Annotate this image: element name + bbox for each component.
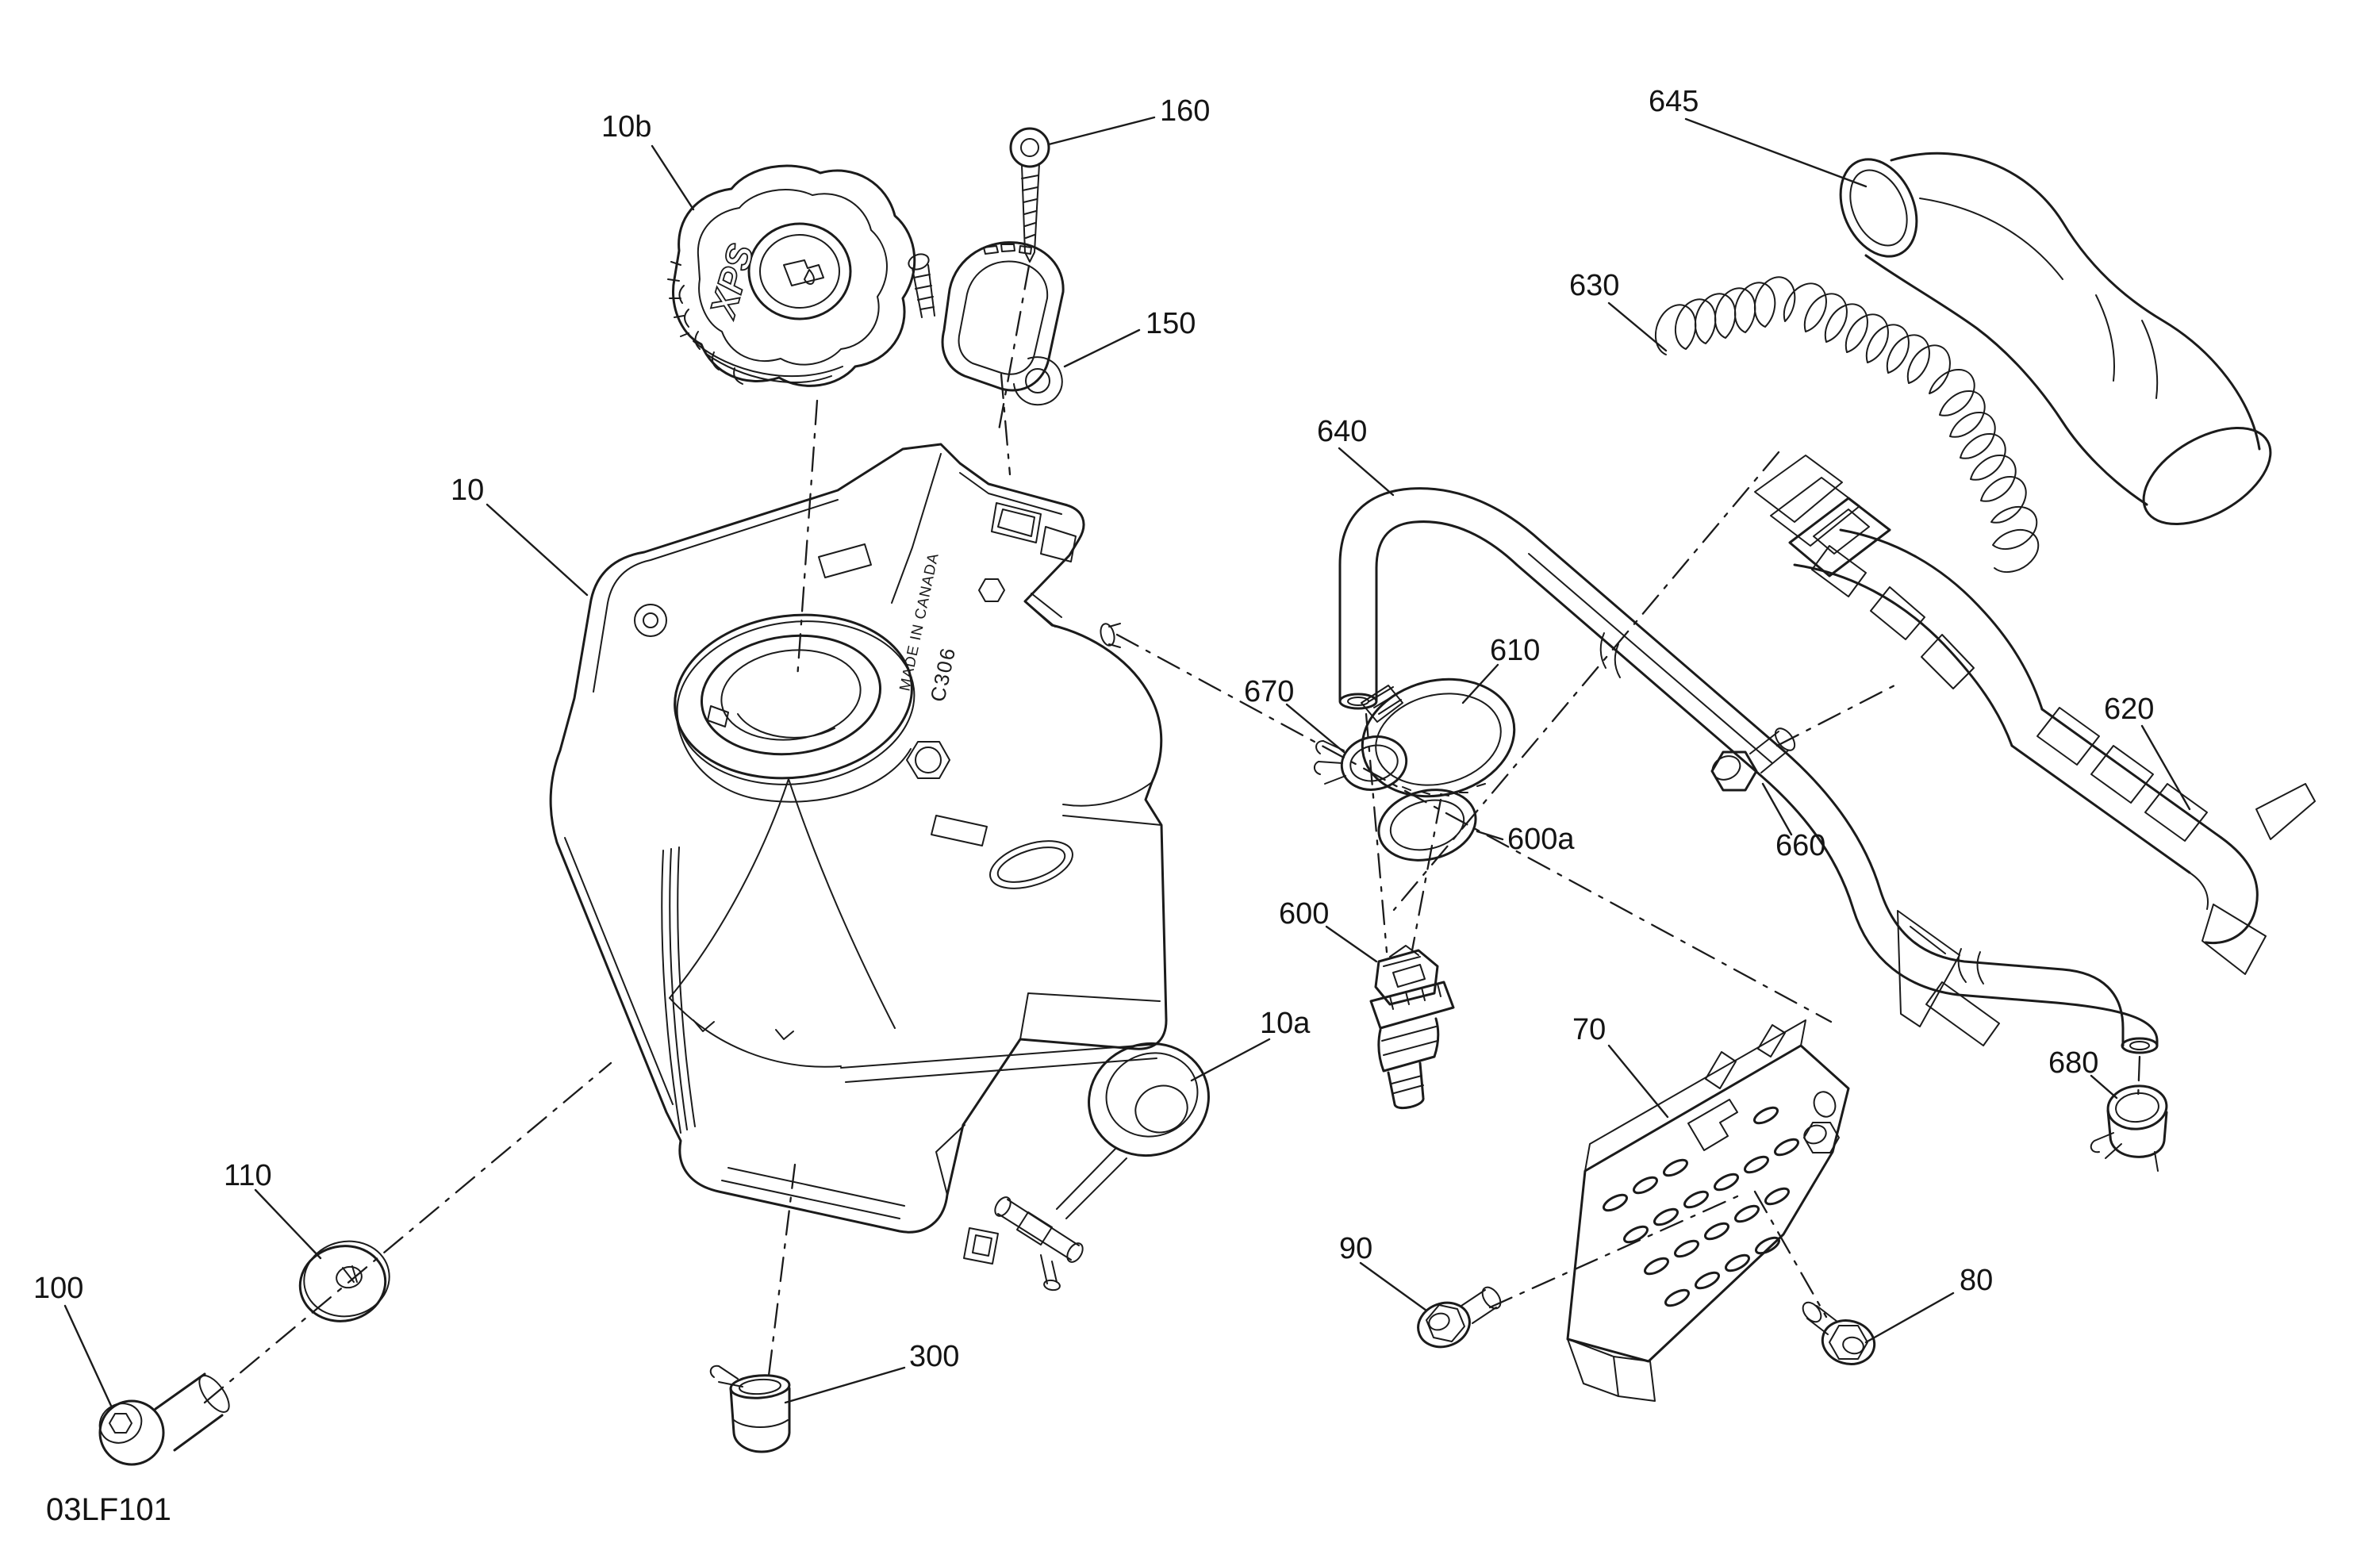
- svg-text:70: 70: [1572, 1013, 1606, 1046]
- callout-90: 90: [1339, 1232, 1428, 1312]
- callout-610: 610: [1461, 634, 1540, 704]
- svg-text:660: 660: [1775, 829, 1825, 862]
- part-bolt-90: [1417, 1286, 1502, 1349]
- callout-670: 670: [1244, 675, 1345, 754]
- cap-logo-text: XPS: [701, 240, 762, 324]
- tank-mold-code-text: C306: [926, 644, 961, 704]
- svg-text:600: 600: [1279, 897, 1329, 931]
- callout-630: 630: [1569, 269, 1668, 352]
- callout-100: 100: [33, 1272, 113, 1407]
- callout-645: 645: [1649, 85, 1868, 188]
- callout-300: 300: [784, 1340, 959, 1404]
- part-sensor-600: [1369, 945, 1455, 1109]
- part-clamp-150: [908, 241, 1065, 406]
- callout-110: 110: [224, 1159, 322, 1260]
- svg-text:300: 300: [909, 1340, 959, 1373]
- svg-text:620: 620: [2104, 693, 2154, 726]
- part-washer-110: [298, 1240, 390, 1322]
- svg-text:10a: 10a: [1260, 1007, 1311, 1040]
- svg-text:670: 670: [1244, 675, 1294, 708]
- svg-text:640: 640: [1317, 415, 1367, 448]
- part-bracket-70: [1566, 1019, 1850, 1402]
- svg-text:680: 680: [2048, 1046, 2098, 1080]
- svg-text:110: 110: [224, 1159, 272, 1192]
- callout-150: 150: [1063, 307, 1196, 368]
- part-oring-600a: [1377, 789, 1477, 862]
- svg-text:610: 610: [1490, 634, 1540, 667]
- callout-80: 80: [1864, 1264, 1993, 1344]
- callouts: 10b 160 150 10 645 630 640 610: [33, 85, 2191, 1407]
- part-duct-620: [1754, 455, 2316, 1046]
- callout-70: 70: [1572, 1013, 1669, 1119]
- part-oil-tank-10: MADE IN CANADA C306: [549, 443, 1168, 1234]
- part-float-10a: [963, 1042, 1210, 1292]
- part-clamp-670: [1314, 735, 1408, 791]
- svg-text:630: 630: [1569, 269, 1619, 302]
- callout-620: 620: [2104, 693, 2191, 811]
- svg-text:645: 645: [1649, 85, 1699, 118]
- part-hose-640: [1338, 487, 2159, 1054]
- part-bolt-660: [1710, 727, 1796, 792]
- callout-10a: 10a: [1190, 1007, 1311, 1082]
- svg-text:90: 90: [1339, 1232, 1372, 1265]
- callout-680: 680: [2048, 1046, 2118, 1100]
- callout-640: 640: [1317, 415, 1395, 497]
- assembly-centerlines: [203, 264, 2141, 1404]
- svg-text:600a: 600a: [1507, 823, 1575, 856]
- callout-600: 600: [1279, 897, 1378, 963]
- diagram-code: 03LF101: [46, 1492, 171, 1527]
- part-clamp-680: [2090, 1084, 2168, 1172]
- svg-text:160: 160: [1160, 94, 1210, 128]
- svg-text:150: 150: [1146, 307, 1196, 340]
- svg-text:80: 80: [1960, 1264, 1993, 1297]
- part-clamp-300: [709, 1365, 791, 1453]
- part-spout-645: [1839, 152, 2272, 526]
- callout-160: 160: [1047, 94, 1210, 146]
- callout-10: 10: [451, 474, 589, 597]
- svg-text:100: 100: [33, 1272, 83, 1305]
- part-filler-cap-10b: XPS: [667, 164, 916, 387]
- part-bolt-100: [98, 1372, 230, 1466]
- part-screw-160: [1009, 127, 1050, 263]
- callout-660: 660: [1761, 782, 1825, 862]
- svg-text:10: 10: [451, 474, 484, 507]
- part-coil-hose-630: [1654, 276, 2040, 573]
- bracket-slots: [1602, 1106, 1800, 1307]
- callout-600a: 600a: [1476, 823, 1575, 856]
- callout-10b: 10b: [601, 110, 695, 211]
- svg-text:10b: 10b: [601, 110, 651, 144]
- part-bolt-80: [1802, 1301, 1876, 1365]
